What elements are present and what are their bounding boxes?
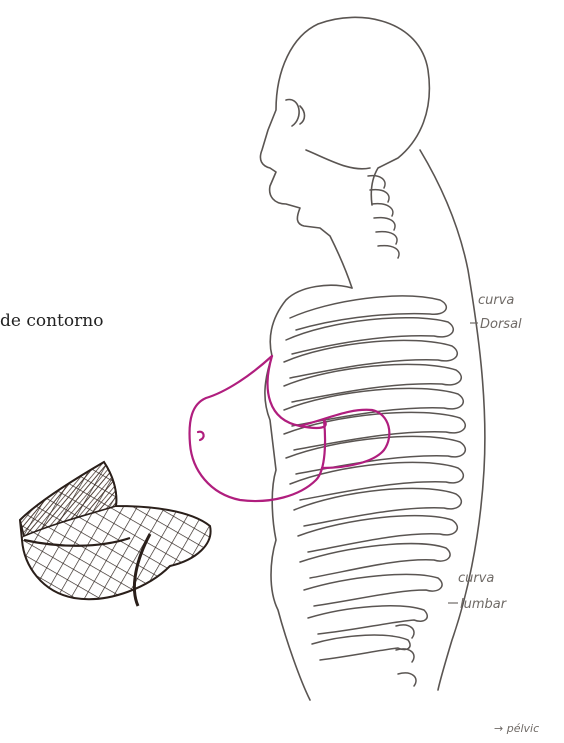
- dorsal-line-2: Dorsal: [480, 317, 522, 332]
- caption-text: de contorno: [0, 311, 103, 331]
- lumbar-spine: [396, 625, 416, 686]
- rib-cage: [284, 296, 465, 660]
- nipple-mark: [198, 432, 204, 440]
- head-outline: [260, 17, 429, 288]
- lumbar-line-1: curva: [458, 571, 494, 586]
- jaw-line: [306, 150, 370, 169]
- lumbar-line-2: lumbar: [460, 597, 508, 612]
- annotation-pelvis: → pélvic: [494, 722, 539, 735]
- ear: [286, 100, 305, 126]
- cervical-spine: [368, 176, 399, 258]
- bra-underwire: [268, 356, 326, 428]
- annotation-lumbar: curva lumbar: [448, 571, 508, 612]
- dorsal-line-1: curva: [478, 293, 514, 308]
- annotation-dorsal: curva Dorsal: [470, 293, 522, 332]
- cup-sketch: [20, 462, 211, 606]
